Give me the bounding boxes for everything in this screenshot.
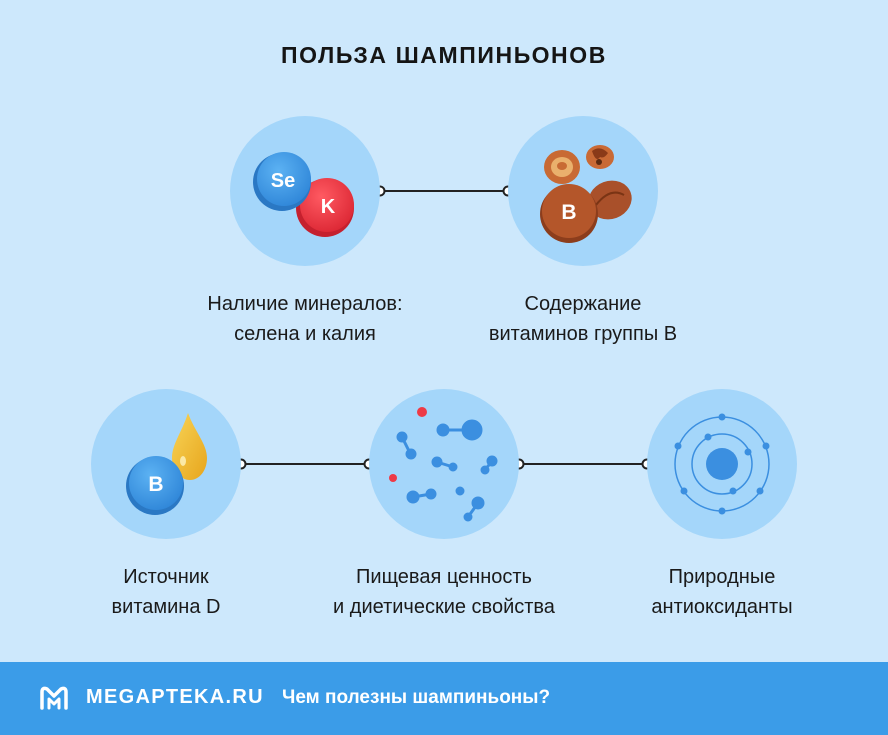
connector-1-2 — [374, 185, 514, 197]
walnut-icon — [586, 145, 614, 169]
caption-vitamin-b: Содержание витаминов группы B — [443, 289, 723, 349]
caption-line-1: Источник — [123, 566, 209, 588]
hazelnut-icon — [544, 150, 580, 184]
connector-4-5 — [513, 458, 653, 470]
caption-antioxidants: Природные антиоксиданты — [582, 562, 862, 622]
caption-line-1: Содержание — [524, 293, 642, 315]
vitamin-d-oil-drop-icon: B — [91, 389, 241, 539]
page-title: ПОЛЬЗА ШАМПИНЬОНОВ — [281, 42, 607, 68]
caption-vitamin-d: Источник витамина D — [26, 562, 306, 622]
megapteka-logo-icon — [40, 686, 68, 710]
caption-line-2: антиоксиданты — [651, 596, 793, 618]
caption-line-2: витаминов группы B — [488, 323, 678, 345]
molecules-icon — [369, 389, 519, 539]
connector-3-4 — [235, 458, 375, 470]
article-title: Чем полезны шампиньоны? — [282, 687, 551, 708]
caption-line-1: Наличие минералов: — [207, 293, 403, 315]
caption-line-1: Пищевая ценность — [356, 566, 532, 588]
badge-se: Se — [271, 170, 295, 192]
badge-k: K — [321, 196, 336, 218]
selenium-potassium-icon: Se K — [230, 116, 380, 266]
caption-line-1: Природные — [668, 566, 776, 588]
caption-line-2: селена и калия — [234, 323, 376, 345]
footer-bar: MEGAPTEKA.RU Чем полезны шампиньоны? — [0, 662, 888, 735]
almond-icon — [588, 180, 632, 220]
caption-minerals: Наличие минералов: селена и калия — [165, 289, 445, 349]
atom-icon — [647, 389, 797, 539]
caption-nutrition: Пищевая ценность и диетические свойства — [304, 562, 584, 622]
caption-line-2: и диетические свойства — [333, 596, 555, 618]
vitamin-b-nuts-icon: B — [508, 116, 658, 266]
badge-b: B — [148, 473, 163, 496]
brand-name[interactable]: MEGAPTEKA.RU — [86, 686, 264, 708]
badge-b: B — [561, 201, 576, 224]
caption-line-2: витамина D — [111, 596, 221, 618]
